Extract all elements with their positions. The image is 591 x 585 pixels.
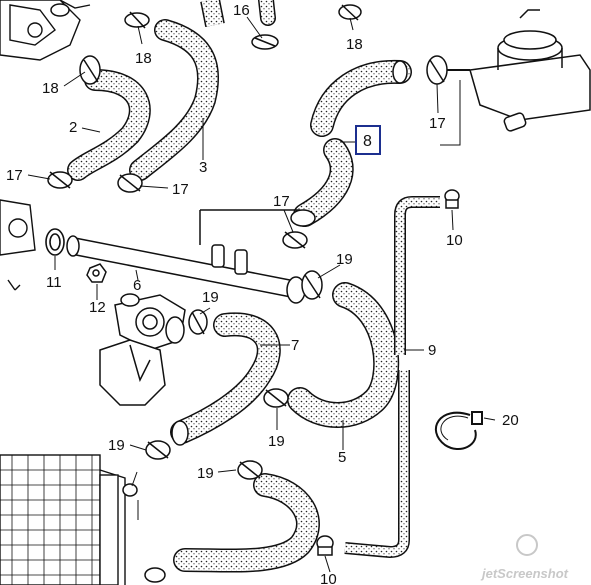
callout-12: 12: [89, 299, 106, 316]
callout-8: 8: [363, 133, 372, 150]
radiator: [0, 454, 126, 585]
callout-18-left: 18: [42, 80, 59, 97]
callout-20: 20: [502, 412, 519, 429]
watermark-text: jetScreenshot: [480, 566, 569, 581]
coolant-reservoir: [440, 9, 591, 132]
callout-18-top-right: 18: [346, 36, 363, 53]
callout-9: 9: [428, 342, 436, 359]
callout-10-bottom: 10: [320, 571, 337, 585]
hose-top-short[interactable]: [258, 0, 276, 26]
thermostat-housing: [99, 293, 186, 406]
callout-19-lower-left: 19: [108, 437, 125, 454]
callout-17-hose8: 17: [273, 193, 290, 210]
flange-left: [0, 199, 36, 291]
callout-17-right: 17: [429, 115, 446, 132]
callout-7: 7: [291, 337, 299, 354]
callout-11: 11: [46, 274, 62, 291]
callout-18-top: 18: [135, 50, 152, 67]
hose-bottom[interactable]: [173, 473, 320, 573]
callout-19-right-pipe: 19: [336, 251, 353, 268]
callout-3: 3: [199, 159, 207, 176]
callout-19-thermostat: 19: [202, 289, 219, 306]
hose-5[interactable]: [287, 282, 400, 428]
callout-17-left: 17: [6, 167, 23, 184]
watermark: jetScreenshot: [480, 534, 569, 581]
hose-3[interactable]: [129, 0, 225, 181]
callout-6: 6: [133, 277, 141, 294]
callout-8-highlight-box: [355, 125, 381, 155]
callout-labels: 16 18 18 18 2 3 17 17 17 17 8 10 11 12 6…: [6, 2, 519, 585]
hose-7[interactable]: [170, 312, 281, 446]
callout-19-bottom: 19: [197, 465, 214, 482]
hose-clamps: [47, 3, 460, 583]
callout-17-mid: 17: [172, 181, 189, 198]
engine-housing-top-left: [0, 0, 91, 61]
callout-2: 2: [69, 119, 77, 136]
leader-lines: [27, 16, 496, 573]
callout-16: 16: [233, 2, 250, 19]
hose-2[interactable]: [67, 69, 151, 181]
hose-8[interactable]: [290, 59, 412, 227]
callout-10-top: 10: [446, 232, 463, 249]
nut-12: [86, 263, 107, 283]
callout-19-lower-mid: 19: [268, 433, 285, 450]
watermark-logo-icon: [516, 534, 538, 556]
spring-clip-20: [434, 411, 483, 450]
hose-9[interactable]: [344, 196, 440, 559]
coolant-pipe-6: [66, 209, 306, 304]
gasket-11: [45, 228, 65, 256]
callout-5: 5: [338, 449, 346, 466]
